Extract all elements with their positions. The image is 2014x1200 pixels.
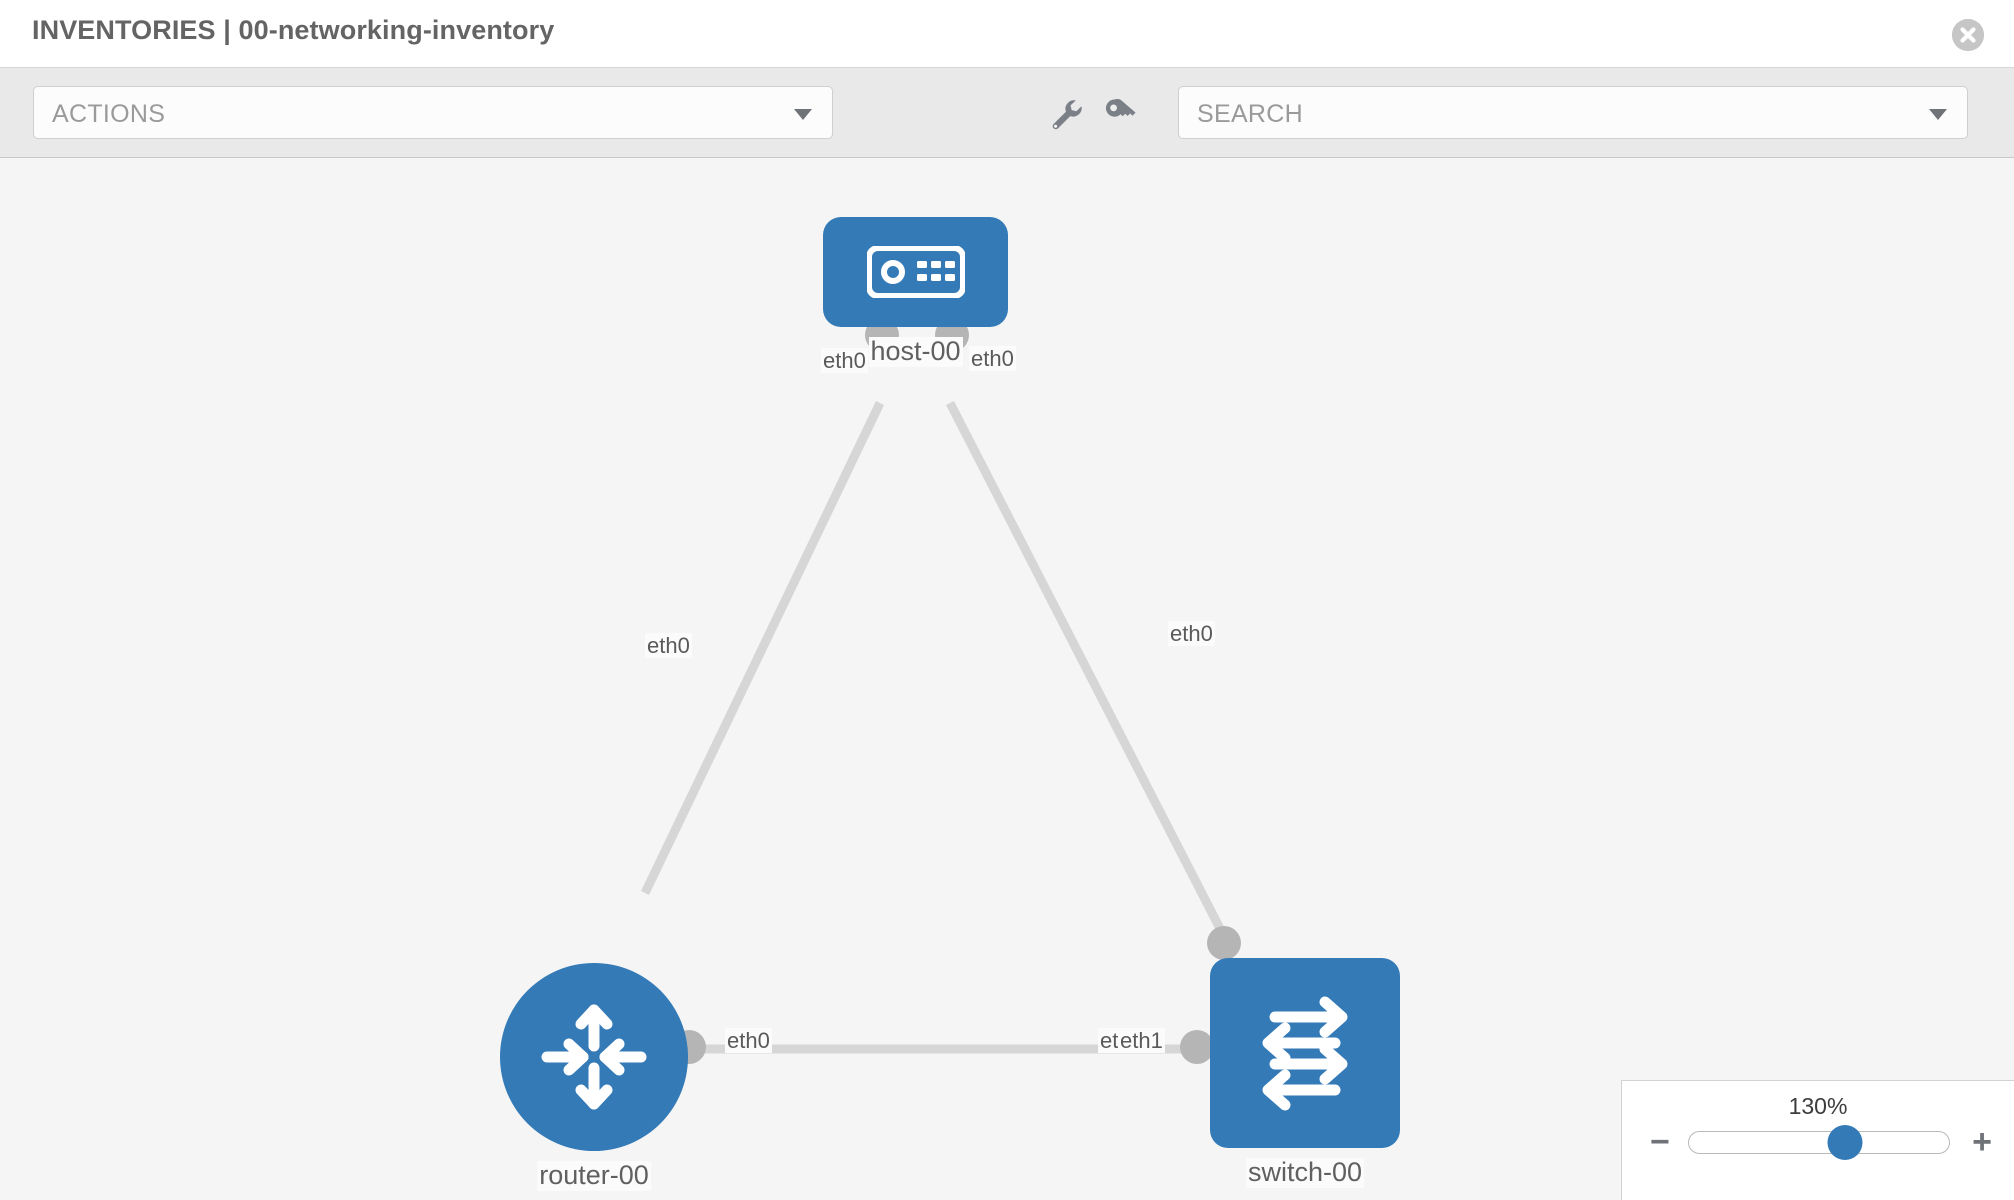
zoom-percent-label: 130% [1788, 1093, 1848, 1119]
actions-dropdown-label: ACTIONS [52, 100, 166, 128]
minus-icon[interactable]: − [1650, 1123, 1670, 1161]
search-input[interactable]: SEARCH [1178, 86, 1968, 139]
node-router-00-label: router-00 [537, 1160, 651, 1191]
key-icon[interactable] [1100, 94, 1140, 134]
router-arrows-icon [541, 1004, 647, 1110]
edge-label-switch-upper: eth0 [1168, 621, 1215, 647]
node-router-00-shape[interactable] [500, 963, 688, 1151]
chevron-down-icon [1929, 108, 1947, 120]
chevron-down-icon [794, 108, 812, 120]
connector-switch-upper [1207, 926, 1241, 960]
search-placeholder-label: SEARCH [1197, 100, 1303, 128]
page-title: INVENTORIES | 00-networking-inventory [32, 15, 555, 45]
server-icon [866, 246, 965, 298]
node-host-00[interactable]: host-00 [823, 217, 1008, 417]
page-header: INVENTORIES | 00-networking-inventory [0, 0, 2014, 68]
node-router-00[interactable]: router-00 [500, 963, 688, 1200]
edge-label-host-left: eth0 [821, 348, 868, 374]
zoom-slider[interactable] [1688, 1125, 1950, 1160]
link-host-switch[interactable] [945, 400, 1235, 951]
node-switch-00[interactable]: switch-00 [1210, 958, 1400, 1200]
wrench-icon[interactable] [1045, 94, 1085, 134]
node-switch-00-shape[interactable] [1210, 958, 1400, 1148]
close-icon[interactable] [1952, 19, 1984, 51]
node-host-00-shape[interactable] [823, 217, 1008, 327]
node-switch-00-label: switch-00 [1245, 1157, 1365, 1188]
zoom-slider-thumb[interactable] [1827, 1125, 1863, 1160]
link-host-router[interactable] [640, 401, 885, 895]
edge-label-switch-left: eth1 [1118, 1028, 1165, 1054]
switch-arrows-icon [1262, 996, 1348, 1111]
edge-label-router-upper: eth0 [645, 633, 692, 659]
actions-dropdown[interactable]: ACTIONS [33, 86, 833, 139]
topology-canvas[interactable]: host-00 [0, 158, 2014, 1200]
node-host-00-label: host-00 [868, 336, 963, 367]
toolbar: ACTIONS SEARCH [0, 68, 2014, 158]
plus-icon[interactable]: + [1972, 1123, 1992, 1161]
zoom-control-panel: 130% − + [1621, 1080, 2014, 1200]
edge-label-router-right: eth0 [725, 1028, 772, 1054]
edge-label-host-right: eth0 [969, 346, 1016, 372]
connector-switch-left [1180, 1030, 1214, 1064]
